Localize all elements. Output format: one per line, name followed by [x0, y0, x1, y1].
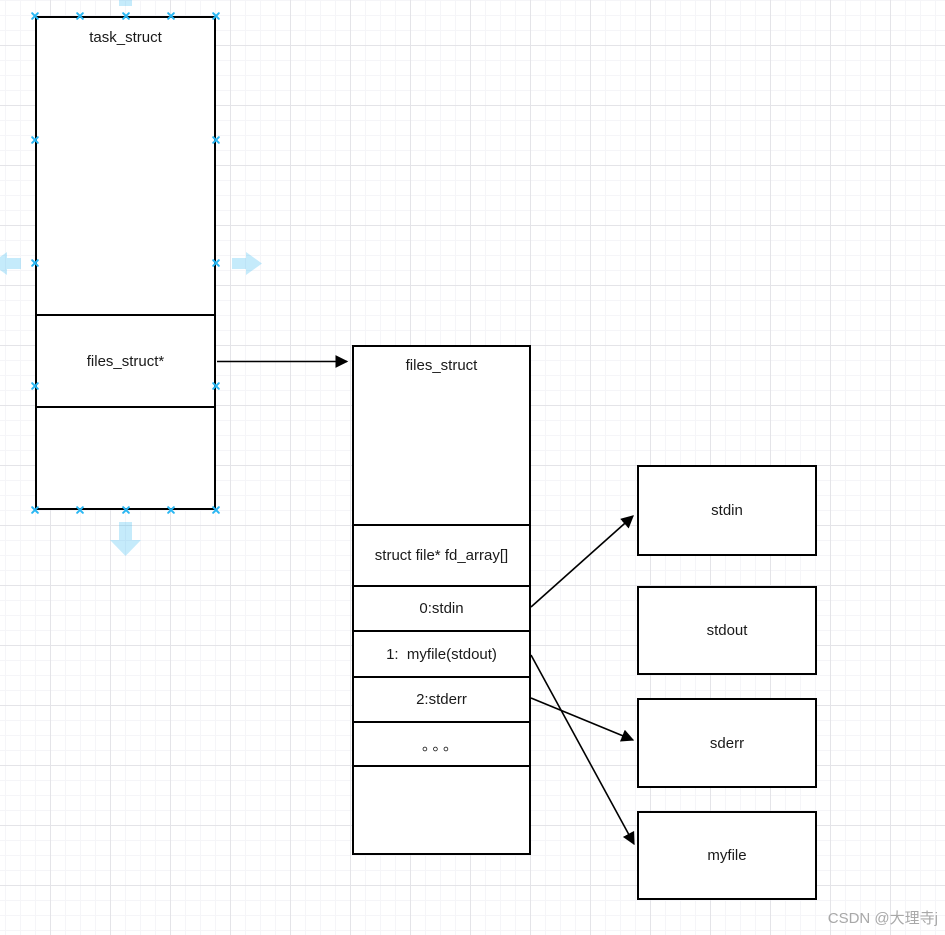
connection-point-icon[interactable] [211, 505, 221, 515]
connection-point-icon[interactable] [30, 135, 40, 145]
hover-arrow-up-icon[interactable] [110, 0, 141, 6]
file-object-label: sderr [709, 734, 745, 752]
connection-point-icon[interactable] [121, 11, 131, 21]
file-object-box-stdin[interactable]: stdin [637, 465, 817, 556]
connection-point-icon[interactable] [30, 258, 40, 268]
connection-point-icon[interactable] [75, 505, 85, 515]
files-struct-row-empty[interactable] [354, 765, 529, 853]
file-object-box-myfile[interactable]: myfile [637, 811, 817, 900]
edge-fd0-to-stdin-arrow[interactable] [530, 515, 634, 608]
files-struct-row-ellipsis[interactable]: 。。。 [354, 721, 529, 765]
task-struct-files-pointer-cell[interactable]: files_struct* [37, 314, 214, 406]
file-object-box-sderr[interactable]: sderr [637, 698, 817, 788]
hover-arrow-down-icon[interactable] [110, 522, 141, 556]
file-object-label: myfile [707, 847, 747, 864]
files-struct-row-0-stdin[interactable]: 0:stdin [354, 585, 529, 630]
connection-point-icon[interactable] [166, 11, 176, 21]
file-object-label: stdout [706, 622, 748, 639]
task-struct-empty-cell[interactable] [37, 406, 214, 508]
connection-point-icon[interactable] [211, 258, 221, 268]
connection-point-icon[interactable] [30, 11, 40, 21]
files-struct-row-1-myfile[interactable]: 1: myfile(stdout) [354, 630, 529, 676]
file-object-box-stdout[interactable]: stdout [637, 586, 817, 675]
edge-fd2-to-sderr-arrow[interactable] [530, 697, 635, 742]
files-struct-title: files_struct [405, 357, 478, 374]
files-struct-row-fd-array[interactable]: struct file* fd_array[] [354, 524, 529, 585]
connection-point-icon[interactable] [166, 505, 176, 515]
connection-point-icon[interactable] [121, 505, 131, 515]
task-struct-files-pointer-label: files_struct* [86, 352, 165, 370]
hover-arrow-right-icon[interactable] [232, 252, 262, 275]
csdn-watermark: CSDN @大理寺j [827, 910, 938, 927]
connection-point-icon[interactable] [30, 381, 40, 391]
task-struct-title: task_struct [89, 29, 162, 46]
connection-point-icon[interactable] [211, 381, 221, 391]
edge-fd1-to-myfile-arrow[interactable] [530, 654, 635, 846]
connection-point-icon[interactable] [30, 505, 40, 515]
connection-point-icon[interactable] [211, 11, 221, 21]
connection-point-icon[interactable] [75, 11, 85, 21]
files-struct-shape[interactable]: files_struct struct file* fd_array[] 0:s… [352, 345, 531, 855]
file-object-label: stdin [711, 502, 743, 519]
connection-point-icon[interactable] [211, 135, 221, 145]
files-struct-row-2-stderr[interactable]: 2:stderr [354, 676, 529, 721]
task-struct-shape[interactable]: task_struct files_struct* [35, 16, 216, 510]
hover-arrow-left-icon[interactable] [0, 252, 21, 275]
